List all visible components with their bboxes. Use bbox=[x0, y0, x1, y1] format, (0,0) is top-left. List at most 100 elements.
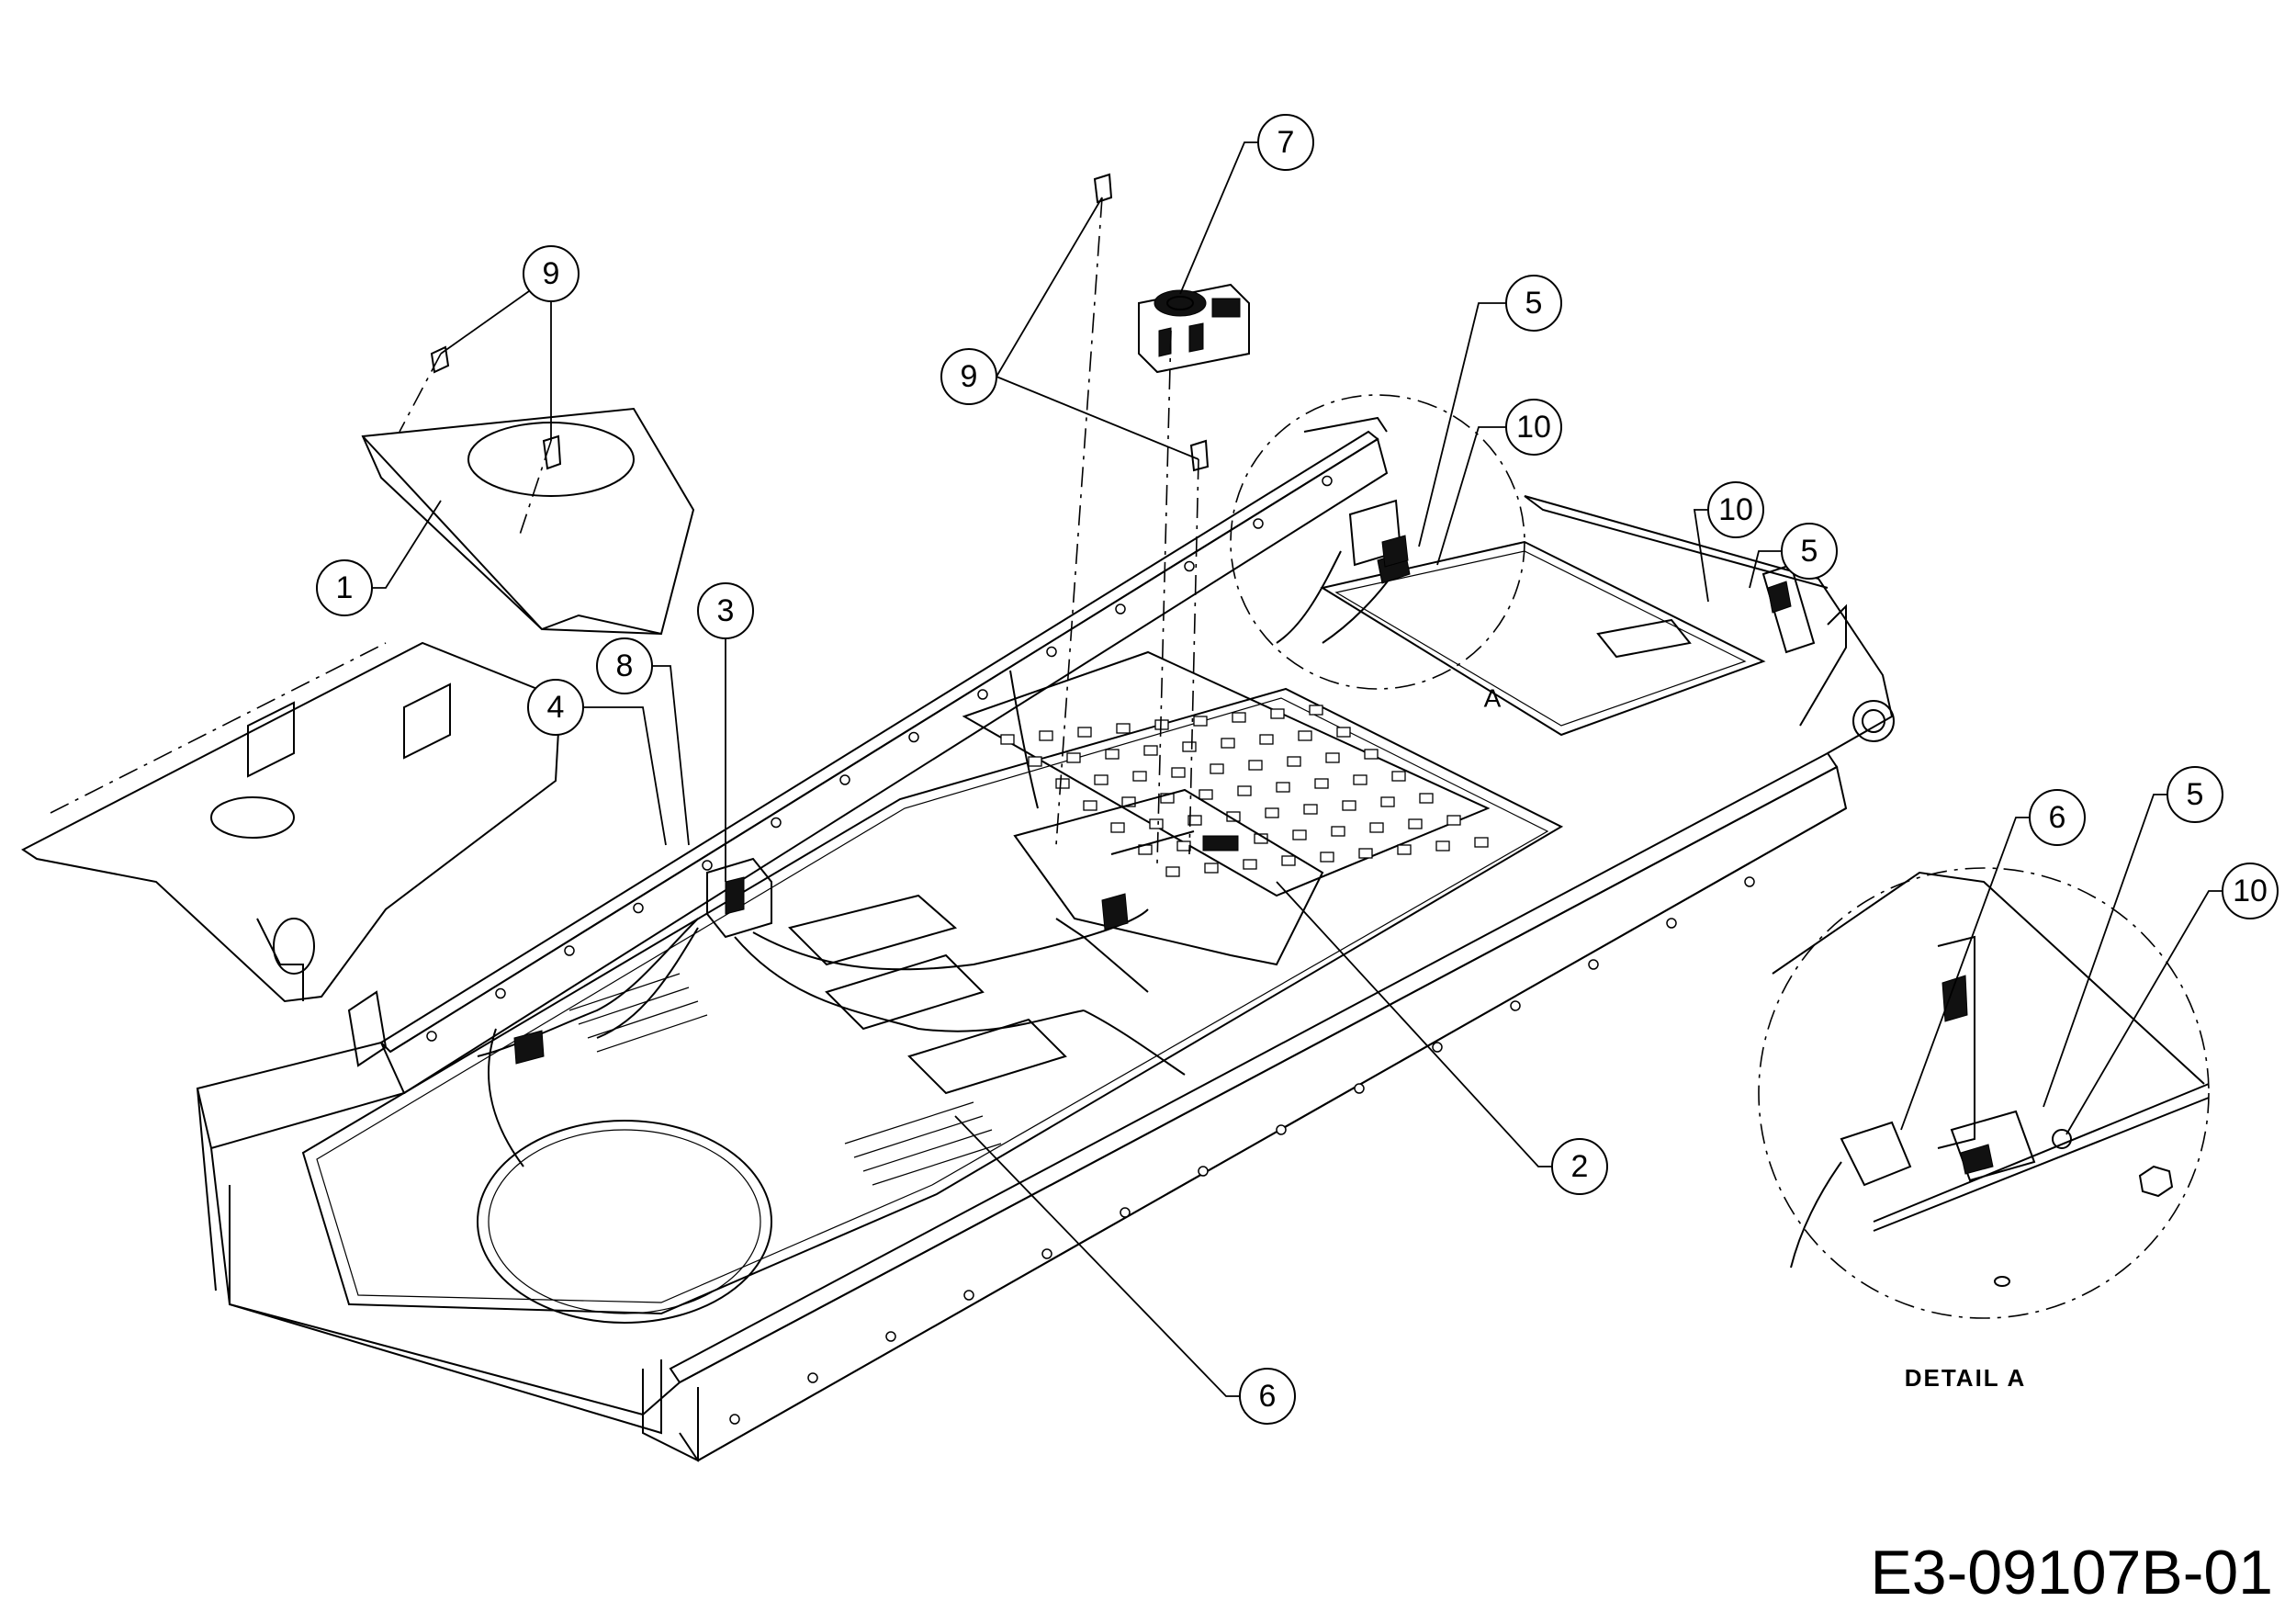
perforation bbox=[1287, 756, 1301, 767]
rail-hole bbox=[1432, 1042, 1443, 1053]
rail-hole bbox=[1253, 518, 1264, 529]
right-switch-bracket bbox=[1761, 563, 1847, 727]
perforation bbox=[1281, 855, 1296, 866]
drawing-number: E3-09107B-01 bbox=[1870, 1538, 2273, 1607]
perforation bbox=[1226, 811, 1241, 822]
perforation bbox=[1028, 756, 1042, 767]
callout-c9b: 9 bbox=[940, 348, 997, 405]
callout-circle bbox=[2222, 863, 2279, 919]
rail-hole bbox=[495, 987, 506, 999]
callout-c10a: 10 bbox=[1505, 399, 1562, 456]
perforation bbox=[1474, 837, 1489, 848]
perforation bbox=[1435, 840, 1450, 851]
perforation bbox=[1391, 771, 1406, 782]
perforation bbox=[1237, 785, 1252, 796]
callout-c6b: 6 bbox=[2029, 789, 2086, 846]
perforation bbox=[1298, 730, 1312, 741]
perforation bbox=[1276, 782, 1290, 793]
perforation bbox=[1121, 796, 1136, 807]
perforation bbox=[1116, 723, 1131, 734]
perforation bbox=[1193, 716, 1208, 727]
perforation bbox=[1110, 822, 1125, 833]
rail-hole bbox=[1198, 1166, 1209, 1177]
callout-circle bbox=[1505, 399, 1562, 456]
callout-number: 5 bbox=[1525, 286, 1543, 321]
detail-a-label: DETAIL A bbox=[1905, 1364, 2027, 1392]
detail-a-source-circle bbox=[1230, 394, 1525, 690]
perforation bbox=[1000, 734, 1015, 745]
callout-c6a: 6 bbox=[1239, 1368, 1296, 1425]
detail-a-magnified-circle bbox=[1758, 867, 2210, 1319]
callout-number: 7 bbox=[1277, 125, 1295, 160]
perforation bbox=[1077, 727, 1092, 738]
callout-c5a: 5 bbox=[1505, 275, 1562, 332]
perforation bbox=[1066, 752, 1081, 763]
callout-circle bbox=[940, 348, 997, 405]
perforation bbox=[1325, 752, 1340, 763]
rail-hole bbox=[1276, 1124, 1287, 1135]
perforation bbox=[1309, 705, 1323, 716]
callout-number: 4 bbox=[547, 690, 565, 725]
callout-circle bbox=[2029, 789, 2086, 846]
rail-hole bbox=[963, 1290, 974, 1301]
perforation bbox=[1248, 760, 1263, 771]
perforation bbox=[1083, 800, 1097, 811]
rail-hole bbox=[1744, 876, 1755, 887]
rail-hole bbox=[564, 945, 575, 956]
support-bracket bbox=[21, 641, 562, 1067]
callout-c9a: 9 bbox=[523, 245, 580, 302]
perforation bbox=[1055, 778, 1070, 789]
callout-circle bbox=[527, 679, 584, 736]
perforation bbox=[1094, 774, 1109, 785]
perforation bbox=[1204, 863, 1219, 874]
perforation bbox=[1176, 840, 1191, 851]
rail-hole bbox=[1666, 918, 1677, 929]
perforation bbox=[1369, 822, 1384, 833]
rail-hole bbox=[702, 860, 713, 871]
callout-number: 3 bbox=[717, 593, 735, 628]
rail-hole bbox=[1184, 560, 1195, 572]
rail-hole bbox=[1510, 1000, 1521, 1011]
callout-number: 2 bbox=[1571, 1149, 1589, 1184]
perforation bbox=[1165, 866, 1180, 877]
rail-hole bbox=[1588, 959, 1599, 970]
perforation bbox=[1199, 789, 1213, 800]
callout-c5c: 5 bbox=[2167, 766, 2223, 823]
perforation bbox=[1265, 807, 1279, 818]
perforation bbox=[1154, 719, 1169, 730]
rail-hole bbox=[908, 731, 919, 743]
callout-number: 6 bbox=[2049, 800, 2066, 835]
perforation bbox=[1149, 818, 1164, 829]
perforation bbox=[1397, 844, 1412, 855]
perforation bbox=[1408, 818, 1423, 829]
callout-number: 5 bbox=[2187, 777, 2204, 812]
perforation bbox=[1419, 793, 1434, 804]
callout-c1: 1 bbox=[316, 559, 373, 616]
callout-c8: 8 bbox=[596, 637, 653, 694]
callout-number: 6 bbox=[1259, 1379, 1277, 1414]
perforation bbox=[1232, 712, 1246, 723]
rail-hole bbox=[1041, 1248, 1052, 1259]
callout-number: 10 bbox=[1718, 492, 1753, 527]
perforation bbox=[1314, 778, 1329, 789]
rail-hole bbox=[1115, 603, 1126, 615]
chassis-frame bbox=[196, 416, 1895, 1462]
perforation bbox=[1358, 848, 1373, 859]
rail-hole bbox=[426, 1031, 437, 1042]
perforation bbox=[1143, 745, 1158, 756]
rail-hole bbox=[1046, 646, 1057, 658]
perforation bbox=[1364, 749, 1379, 760]
callout-circle bbox=[523, 245, 580, 302]
cover-plate-part-1 bbox=[361, 407, 695, 636]
rail-hole bbox=[1354, 1083, 1365, 1094]
callout-number: 9 bbox=[543, 256, 560, 291]
perforation bbox=[1292, 829, 1307, 840]
rail-hole bbox=[977, 689, 988, 700]
perforation bbox=[1160, 793, 1175, 804]
callout-c7: 7 bbox=[1257, 114, 1314, 171]
perforation bbox=[1303, 804, 1318, 815]
callout-c10c: 10 bbox=[2222, 863, 2279, 919]
callout-c10b: 10 bbox=[1707, 481, 1764, 538]
callout-circle bbox=[1551, 1138, 1608, 1195]
callout-circle bbox=[2167, 766, 2223, 823]
